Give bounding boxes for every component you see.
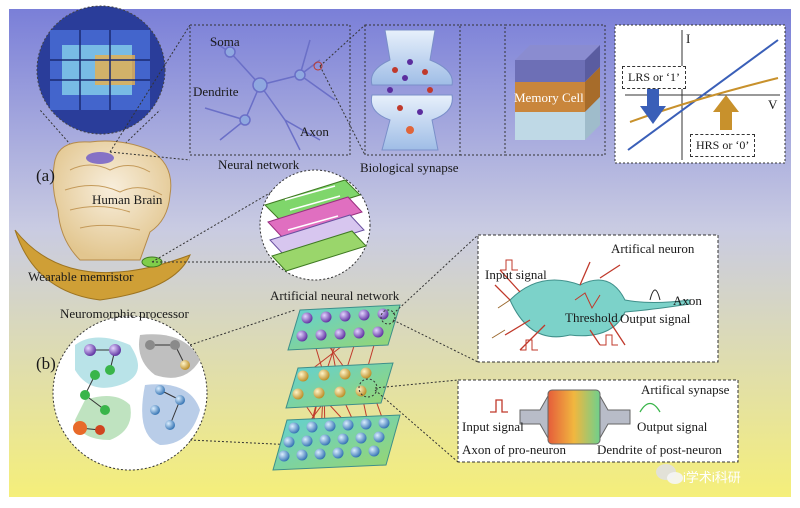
ann-node: [358, 309, 370, 321]
ann-node: [339, 310, 351, 322]
ann-node: [301, 312, 313, 324]
neuromorphic-processor-diagram: [52, 315, 208, 471]
human-brain-label: Human Brain: [92, 192, 163, 207]
memory-cell-box: [504, 24, 606, 156]
ann-node: [278, 450, 290, 462]
ann-node: [296, 330, 308, 342]
ann-node: [319, 434, 331, 446]
neural-network-label: Neural network: [218, 157, 300, 172]
ann-node: [301, 435, 313, 447]
hrs-arrow: [720, 112, 732, 130]
ann-node: [378, 417, 390, 429]
ann-node: [373, 431, 385, 443]
ann-node: [313, 387, 325, 399]
artificial-neuron-label: Artifical neuron: [611, 241, 695, 256]
ann-node: [296, 449, 308, 461]
artificial-neural-network-label: Artificial neural network: [270, 288, 400, 303]
ann-node: [306, 421, 318, 433]
human-brain-illustration: [14, 140, 191, 301]
ann-node: [324, 420, 336, 432]
threshold-label: Threshold: [565, 310, 618, 325]
ann-node: [332, 447, 344, 459]
wearable-base: [14, 229, 191, 301]
ann-node: [292, 388, 304, 400]
ann-node: [377, 308, 389, 320]
iv-axis-i-label: I: [686, 31, 691, 46]
neuron-axon-label: Axon: [673, 293, 702, 308]
ann-node: [320, 311, 332, 323]
lrs-arrow: [647, 86, 659, 106]
dendrite-label: Dendrite: [193, 84, 239, 99]
ann-node: [339, 368, 351, 380]
dendrite-post-neuron-label: Dendrite of post-neuron: [597, 442, 722, 457]
neuromorphic-processor-label: Neuromorphic processor: [60, 306, 189, 321]
wechat-icon: [656, 464, 683, 484]
brain-chip-closeup: [36, 5, 166, 135]
neuron-network-illustration: [204, 39, 336, 151]
artificial-synapse-label: Artifical synapse: [641, 382, 730, 397]
memory-cell-stack: [515, 45, 600, 140]
iv-curve-plot: [625, 30, 780, 160]
neuron-input-signal-label: Input signal: [485, 267, 547, 282]
biological-synapse-illustration: [370, 29, 453, 151]
axon-pro-neuron-label: Axon of pro-neuron: [462, 442, 566, 457]
panel-b-tag: (b): [36, 354, 56, 373]
ann-node: [334, 386, 346, 398]
ann-node: [353, 327, 365, 339]
ann-node: [337, 433, 349, 445]
artificial-synapse-illustration: [490, 389, 661, 445]
biological-synapse-box: [364, 24, 461, 156]
ann-node: [315, 329, 327, 341]
ann-node: [355, 432, 367, 444]
wearable-memristor-closeup: [259, 169, 371, 281]
memory-cell-label: Memory Cell: [514, 90, 584, 105]
ann-node: [350, 446, 362, 458]
watermark-text: i学术i科研: [683, 470, 741, 485]
biological-synapse-label: Biological synapse: [360, 160, 459, 175]
iv-axis-v-label: V: [768, 97, 778, 112]
ann-node: [314, 448, 326, 460]
wearable-memristor-label: Wearable memristor: [28, 269, 134, 284]
ann-node: [334, 328, 346, 340]
ann-node: [342, 419, 354, 431]
ann-node: [283, 436, 295, 448]
artificial-neuron-illustration: [491, 259, 691, 351]
ann-node: [368, 445, 380, 457]
ann-node: [360, 418, 372, 430]
ann-node: [360, 367, 372, 379]
synapse-input-signal-label: Input signal: [462, 419, 524, 434]
neuron-output-signal-label: Output signal: [620, 311, 691, 326]
artificial-neural-network: [272, 304, 401, 471]
ann-node: [355, 385, 367, 397]
ann-node: [318, 369, 330, 381]
ann-node: [288, 422, 300, 434]
synapse-output-signal-label: Output signal: [637, 419, 708, 434]
soma-label: Soma: [210, 34, 240, 49]
hrs-label: HRS or ‘0’: [690, 134, 756, 157]
panel-a-tag: (a): [36, 166, 55, 185]
axon-label: Axon: [300, 124, 329, 139]
neural-network-box: [189, 24, 351, 156]
ann-node: [372, 326, 384, 338]
lrs-label: LRS or ‘1’: [622, 66, 686, 89]
ann-node: [297, 370, 309, 382]
